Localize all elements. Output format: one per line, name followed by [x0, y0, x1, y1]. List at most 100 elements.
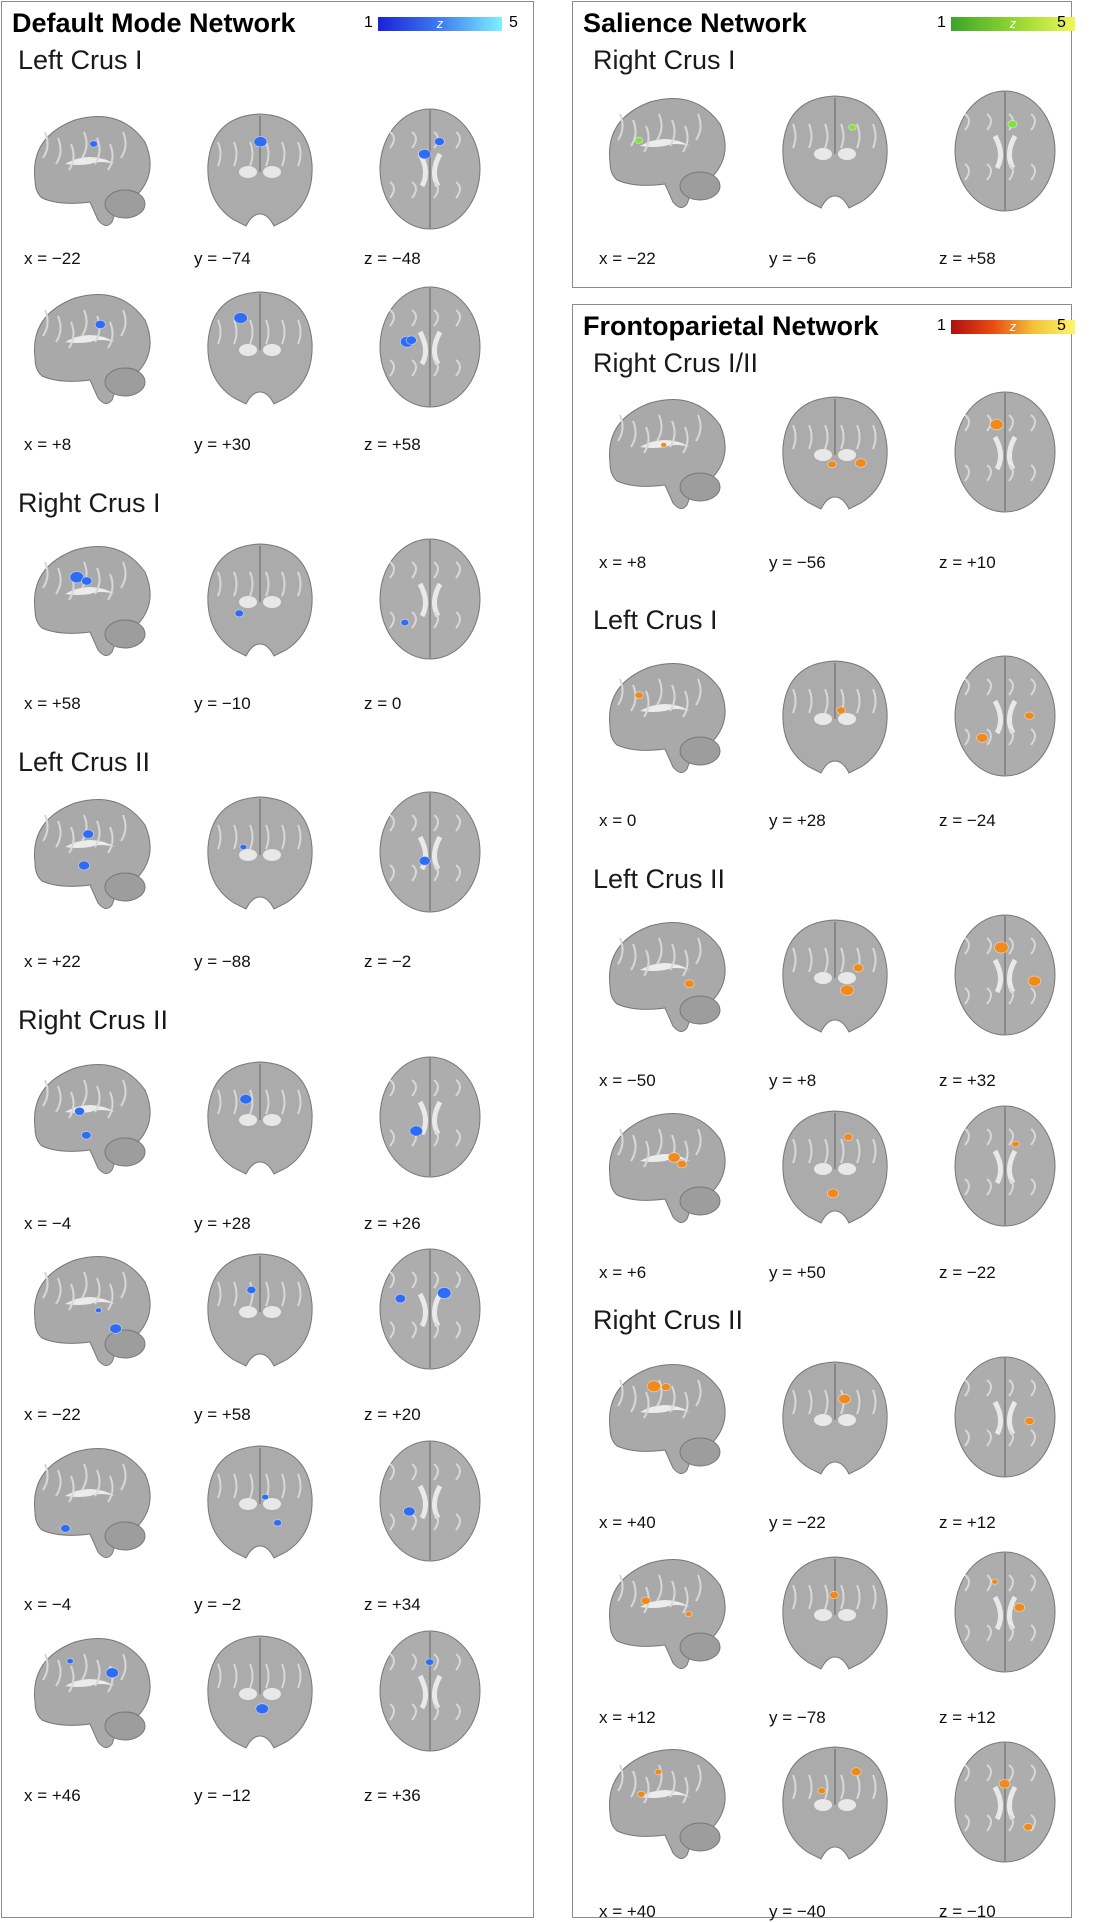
dmn-brain-slice-axial — [360, 1050, 500, 1185]
dmn-legend-z-label: z — [436, 16, 444, 31]
dmn-slice-coordinate: y = −12 — [194, 1786, 251, 1805]
dmn-slice-coordinate: z = +58 — [364, 435, 421, 454]
dmn-brain-slice-sagittal — [20, 1434, 160, 1569]
dmn-brain-slice-axial — [360, 532, 500, 667]
dmn-slice-coordinate: y = +58 — [194, 1405, 251, 1424]
fpn-brain-slice-sagittal — [595, 1735, 735, 1870]
fpn-brain-slice-coronal — [765, 1545, 905, 1680]
activation-cluster — [234, 609, 244, 618]
activation-cluster — [660, 442, 668, 448]
fpn-brain-slice-sagittal — [595, 1545, 735, 1680]
fpn-brain-slice-sagittal — [595, 1099, 735, 1234]
salience-legend-z-label: z — [1009, 16, 1017, 31]
salience-title: Salience Network — [583, 8, 807, 38]
activation-cluster — [60, 1524, 71, 1533]
dmn-slice-coordinate: y = +28 — [194, 1214, 251, 1233]
salience-brain-slice-sagittal — [595, 84, 735, 219]
fpn-slice-coordinate: x = +40 — [599, 1513, 656, 1532]
activation-cluster — [838, 1393, 851, 1405]
dmn-slice-coordinate: x = +8 — [24, 435, 72, 454]
activation-cluster — [840, 984, 855, 996]
activation-cluster — [233, 312, 248, 324]
fpn-brain-slice-sagittal — [595, 908, 735, 1043]
activation-cluster — [994, 941, 1009, 954]
fpn-colorbar — [951, 320, 1075, 334]
salience-legend-min: 1 — [937, 14, 946, 31]
fpn-brain-slice-axial — [935, 908, 1075, 1043]
fpn-brain-slice-coronal — [765, 1099, 905, 1234]
fpn-slice-coordinate: y = −56 — [769, 553, 826, 572]
activation-cluster — [253, 136, 268, 148]
fpn-brain-slice-axial — [935, 385, 1075, 520]
dmn-slice-coordinate: z = +34 — [364, 1595, 421, 1614]
fpn-brain-slice-axial — [935, 1545, 1075, 1680]
fpn-slice-coordinate: z = +32 — [939, 1071, 996, 1090]
activation-cluster — [976, 733, 989, 743]
dmn-section-title: Right Crus II — [18, 1005, 169, 1035]
dmn-brain-slice-sagittal — [20, 102, 160, 237]
fpn-slice-coordinate: x = +8 — [599, 553, 647, 572]
salience-slice-coordinate: y = −6 — [769, 249, 817, 268]
fpn-slice-coordinate: y = +8 — [769, 1071, 817, 1090]
dmn-brain-slice-sagittal — [20, 1050, 160, 1185]
dmn-section-title: Left Crus II — [18, 747, 151, 777]
activation-cluster — [636, 1790, 646, 1798]
fpn-section-title: Right Crus II — [593, 1305, 744, 1335]
activation-cluster — [827, 1188, 840, 1199]
dmn-slice-coordinate: z = −2 — [364, 952, 412, 971]
fpn-panel: Frontoparietal Network 1 z 5 Right Crus … — [572, 304, 1075, 1921]
activation-cluster — [848, 123, 857, 131]
dmn-colorbar — [378, 17, 502, 31]
fpn-brain-slice-axial — [935, 1099, 1075, 1234]
dmn-brain-slice-axial — [360, 1434, 500, 1569]
fpn-section-title: Left Crus I — [593, 605, 718, 635]
fpn-brain-slice-axial — [935, 649, 1075, 784]
dmn-brain-slice-coronal — [190, 785, 330, 920]
activation-cluster — [852, 963, 864, 973]
activation-cluster — [998, 1778, 1011, 1789]
dmn-slice-coordinate: y = −74 — [194, 249, 251, 268]
activation-cluster — [403, 1506, 416, 1517]
fpn-brain-slice-coronal — [765, 908, 905, 1043]
fpn-slice-coordinate: z = −10 — [939, 1902, 996, 1921]
dmn-slice-coordinate: y = −88 — [194, 952, 251, 971]
fpn-slice-coordinate: z = −22 — [939, 1263, 996, 1282]
activation-cluster — [827, 460, 837, 469]
activation-cluster — [434, 137, 445, 146]
activation-cluster — [836, 706, 846, 715]
activation-cluster — [989, 418, 1004, 431]
fpn-brain-slice-sagittal — [595, 385, 735, 520]
fpn-slice-coordinate: z = +10 — [939, 553, 996, 572]
dmn-brain-slice-axial — [360, 785, 500, 920]
activation-cluster — [105, 1667, 119, 1679]
activation-cluster — [1023, 1822, 1034, 1831]
activation-cluster — [81, 576, 93, 586]
fpn-legend-max: 5 — [1057, 317, 1066, 334]
fpn-brain-slice-coronal — [765, 1350, 905, 1485]
salience-brain-slice-axial — [935, 84, 1075, 219]
fpn-brain-slice-axial — [935, 1350, 1075, 1485]
dmn-brain-slice-axial — [360, 1242, 500, 1377]
dmn-brain-slice-sagittal — [20, 532, 160, 667]
activation-cluster — [66, 1658, 74, 1665]
dmn-brain-slice-coronal — [190, 280, 330, 415]
dmn-brain-slice-axial — [360, 1624, 500, 1759]
activation-cluster — [850, 1767, 862, 1777]
activation-cluster — [634, 136, 644, 144]
dmn-brain-slice-coronal — [190, 1242, 330, 1377]
dmn-brain-slice-coronal — [190, 1050, 330, 1185]
dmn-section-title: Left Crus I — [18, 45, 143, 75]
activation-cluster — [418, 148, 432, 160]
salience-slice-coordinate: z = +58 — [939, 249, 996, 268]
dmn-slice-coordinate: x = +58 — [24, 694, 81, 713]
activation-cluster — [261, 1493, 270, 1501]
activation-cluster — [409, 1125, 423, 1137]
dmn-slice-coordinate: y = −2 — [194, 1595, 242, 1614]
fpn-brain-slice-axial — [935, 1735, 1075, 1870]
dmn-brain-slice-axial — [360, 102, 500, 237]
activation-cluster — [239, 843, 248, 851]
activation-cluster — [78, 860, 91, 871]
dmn-slice-coordinate: x = −22 — [24, 249, 81, 268]
activation-cluster — [89, 140, 98, 148]
